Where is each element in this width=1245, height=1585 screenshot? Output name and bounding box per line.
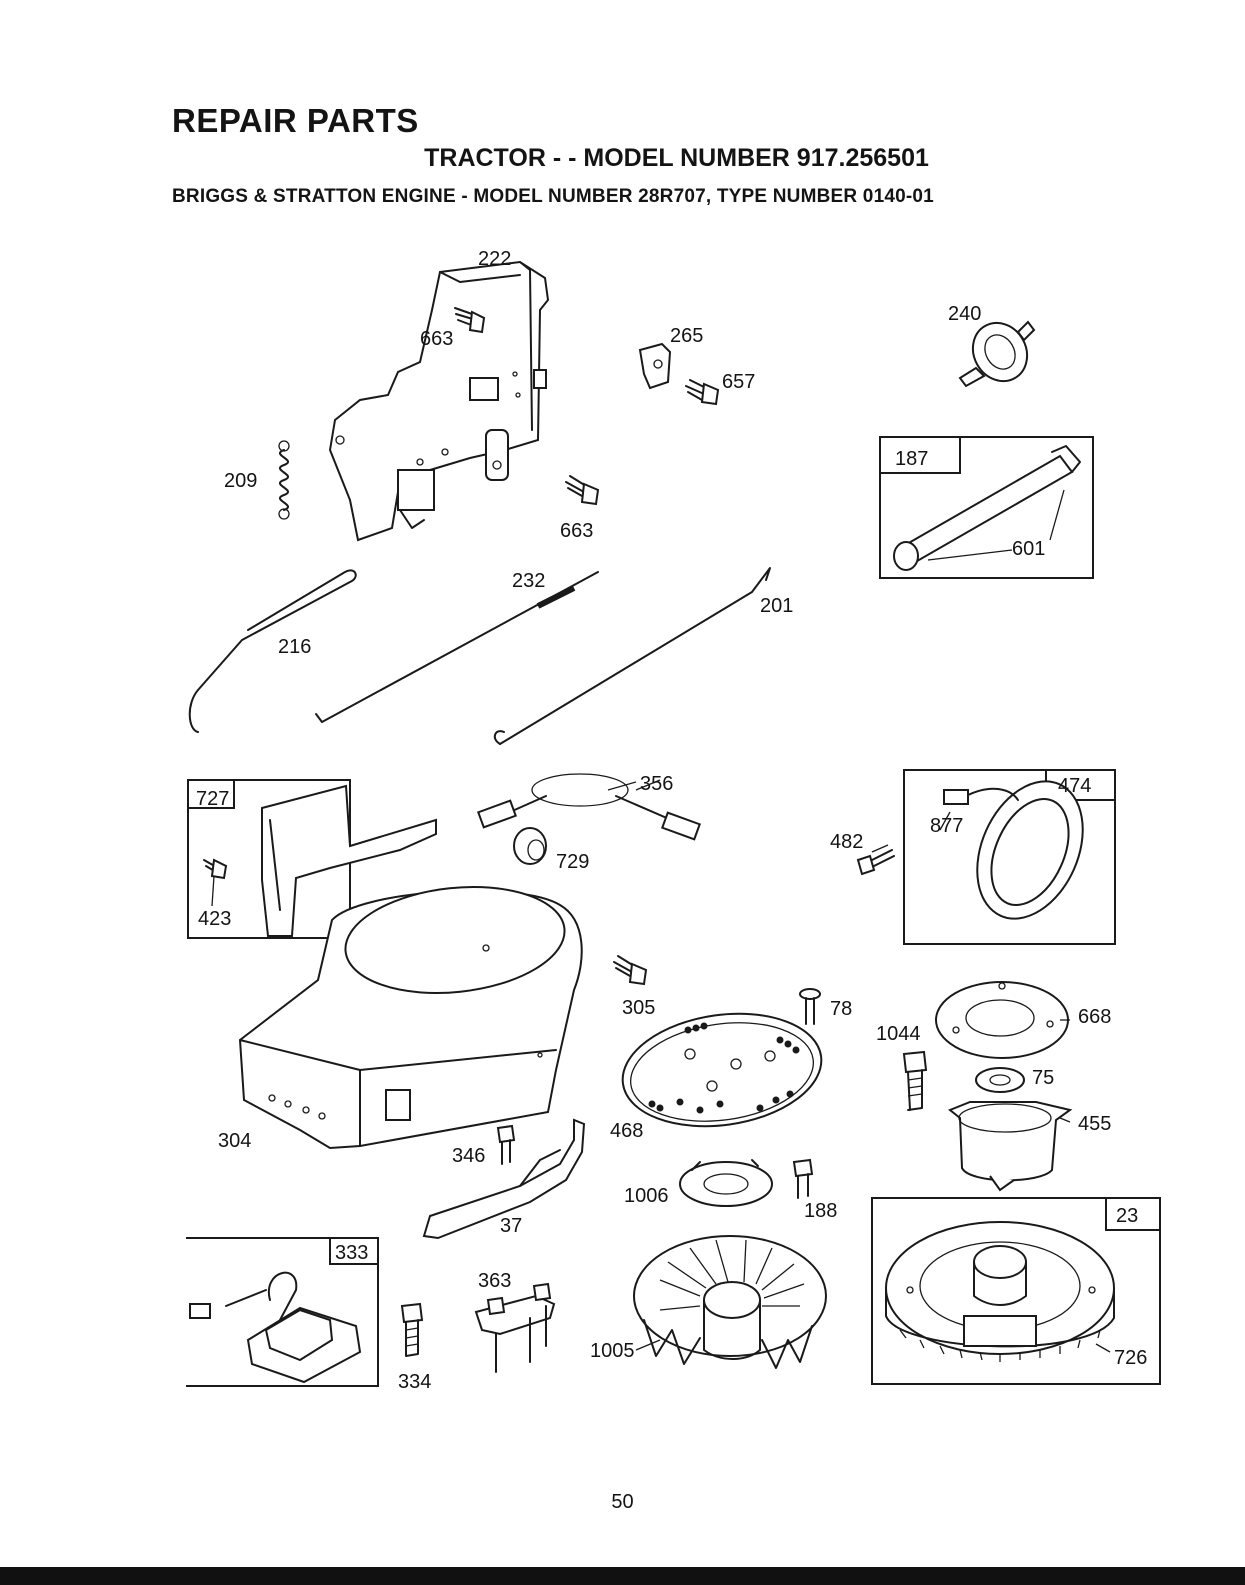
part-label-209: 209 (224, 470, 257, 492)
part-label-346: 346 (452, 1145, 485, 1167)
part-label-663-top: 663 (420, 328, 453, 350)
part-label-727: 727 (196, 788, 229, 810)
screen-468-drawing (615, 1002, 828, 1139)
flywheel-1005-drawing (634, 1236, 826, 1368)
part-label-305: 305 (622, 997, 655, 1019)
part-label-1006: 1006 (624, 1185, 669, 1207)
ring-1006-drawing (680, 1160, 772, 1206)
part-label-663-mid: 663 (560, 520, 593, 542)
part-label-232: 232 (512, 570, 545, 592)
part-label-23: 23 (1116, 1205, 1138, 1227)
screw-346-drawing (498, 1126, 514, 1164)
page-number: 50 (0, 1491, 1245, 1514)
bolt-1044-drawing (904, 1052, 926, 1110)
part-label-240: 240 (948, 303, 981, 325)
part-label-75: 75 (1032, 1067, 1054, 1089)
part-label-356: 356 (640, 773, 673, 795)
washer-75-drawing (976, 1068, 1024, 1092)
part-label-601: 601 (1012, 538, 1045, 560)
rod-216-drawing (190, 570, 356, 732)
part-label-216: 216 (278, 636, 311, 658)
part-label-729: 729 (556, 851, 589, 873)
part-label-1044: 1044 (876, 1023, 921, 1045)
part-label-877: 877 (930, 815, 963, 837)
part-label-37: 37 (500, 1215, 522, 1237)
plate-668-drawing (936, 982, 1068, 1058)
part-label-188: 188 (804, 1200, 837, 1222)
part-label-423: 423 (198, 908, 231, 930)
clip-265-drawing (640, 344, 670, 388)
part-label-1005: 1005 (590, 1340, 635, 1362)
screw-482-drawing (858, 850, 894, 874)
part-label-222: 222 (478, 248, 511, 270)
rod-201-drawing (495, 568, 770, 744)
part-label-265: 265 (670, 325, 703, 347)
part-label-201: 201 (760, 595, 793, 617)
part-label-726: 726 (1114, 1347, 1147, 1369)
screw-78-drawing (800, 989, 820, 1024)
screw-305-drawing (614, 956, 646, 984)
link-232-drawing (316, 572, 598, 722)
part-label-304: 304 (218, 1130, 251, 1152)
screw-663-mid-drawing (566, 476, 598, 504)
part-label-668: 668 (1078, 1006, 1111, 1028)
part-label-187: 187 (895, 448, 928, 470)
part-label-468: 468 (610, 1120, 643, 1142)
spring-209-drawing (279, 441, 289, 519)
part-label-363: 363 (478, 1270, 511, 1292)
part-label-334: 334 (398, 1371, 431, 1393)
part-label-657: 657 (722, 371, 755, 393)
part-label-333: 333 (335, 1242, 368, 1264)
part-label-482: 482 (830, 831, 863, 853)
part-label-78: 78 (830, 998, 852, 1020)
control-bracket-drawing (330, 262, 548, 540)
bolt-334-drawing (402, 1304, 422, 1356)
screw-657-drawing (686, 380, 718, 404)
bracket-363-drawing (476, 1284, 554, 1372)
grommet-729-drawing (514, 828, 546, 864)
bolt-188-drawing (794, 1160, 812, 1198)
scan-bottom-edge (0, 1567, 1245, 1585)
part-label-474: 474 (1058, 775, 1091, 797)
part-label-455: 455 (1078, 1113, 1111, 1135)
cup-455-drawing (950, 1102, 1070, 1190)
